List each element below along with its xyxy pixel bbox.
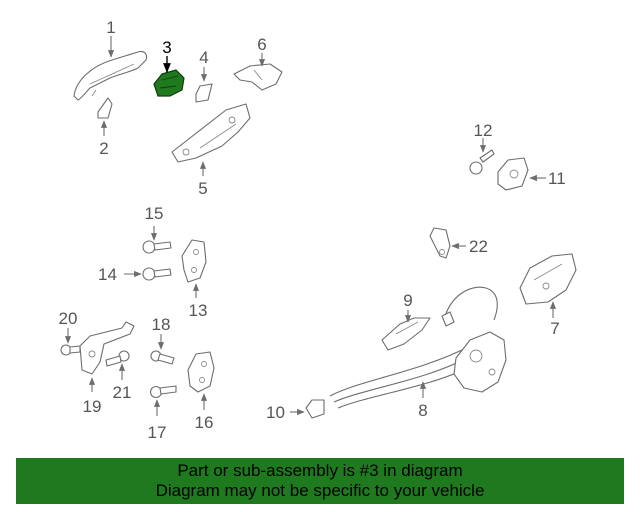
callout-7: 7	[550, 319, 559, 338]
callout-21: 21	[113, 383, 132, 402]
part-21-bolt[interactable]	[105, 350, 130, 367]
callout-10: 10	[266, 403, 285, 422]
callout-12: 12	[474, 121, 493, 140]
callout-14: 14	[98, 265, 117, 284]
part-13-hinge[interactable]	[181, 239, 207, 283]
part-16-lower-hinge[interactable]	[187, 351, 215, 393]
callout-4: 4	[199, 48, 208, 67]
part-5-handle-bracket[interactable]	[171, 103, 251, 163]
part-9-bracket[interactable]	[381, 317, 431, 351]
part-12-screw[interactable]	[469, 149, 495, 175]
exploded-parts-diagram: 1 2 3 4 5 6 12 11	[59, 18, 577, 442]
part-15-bolt[interactable]	[142, 240, 172, 254]
callout-22: 22	[469, 237, 488, 256]
banner-line-1: Part or sub-assembly is #3 in diagram	[177, 461, 463, 480]
callout-19: 19	[83, 397, 102, 416]
callout-20: 20	[59, 309, 78, 328]
callout-2: 2	[99, 139, 108, 158]
part-3-highlighted[interactable]	[153, 69, 185, 97]
part-18-bolt[interactable]	[150, 350, 175, 365]
callout-15: 15	[145, 204, 164, 223]
callout-16: 16	[195, 413, 214, 432]
callout-1: 1	[106, 18, 115, 37]
callout-6: 6	[257, 35, 266, 54]
part-4-gasket[interactable]	[195, 83, 213, 103]
part-8-latch-cables[interactable]	[329, 286, 507, 409]
callout-17: 17	[148, 423, 167, 442]
callout-13: 13	[189, 301, 208, 320]
part-10-clip[interactable]	[305, 399, 325, 419]
part-1-outer-handle[interactable]	[73, 50, 148, 101]
part-19-check-link[interactable]	[79, 321, 135, 375]
callout-3: 3	[162, 38, 171, 57]
callout-11: 11	[548, 169, 566, 188]
callout-8: 8	[418, 401, 427, 420]
part-7-inner-handle[interactable]	[519, 253, 577, 305]
part-11-striker[interactable]	[497, 157, 529, 191]
banner-line-2: Diagram may not be specific to your vehi…	[155, 481, 485, 500]
callout-18: 18	[152, 315, 171, 334]
part-2-handle-cap[interactable]	[97, 97, 113, 119]
callout-9: 9	[403, 291, 412, 310]
part-22-clip[interactable]	[429, 227, 451, 259]
part-17-bolt[interactable]	[149, 385, 177, 399]
part-14-bolt[interactable]	[142, 267, 172, 281]
callout-5: 5	[198, 179, 207, 198]
part-20-bolt[interactable]	[60, 344, 81, 356]
part-6-reinforcement[interactable]	[233, 63, 283, 91]
info-banner: Part or sub-assembly is #3 in diagram Di…	[16, 458, 624, 504]
